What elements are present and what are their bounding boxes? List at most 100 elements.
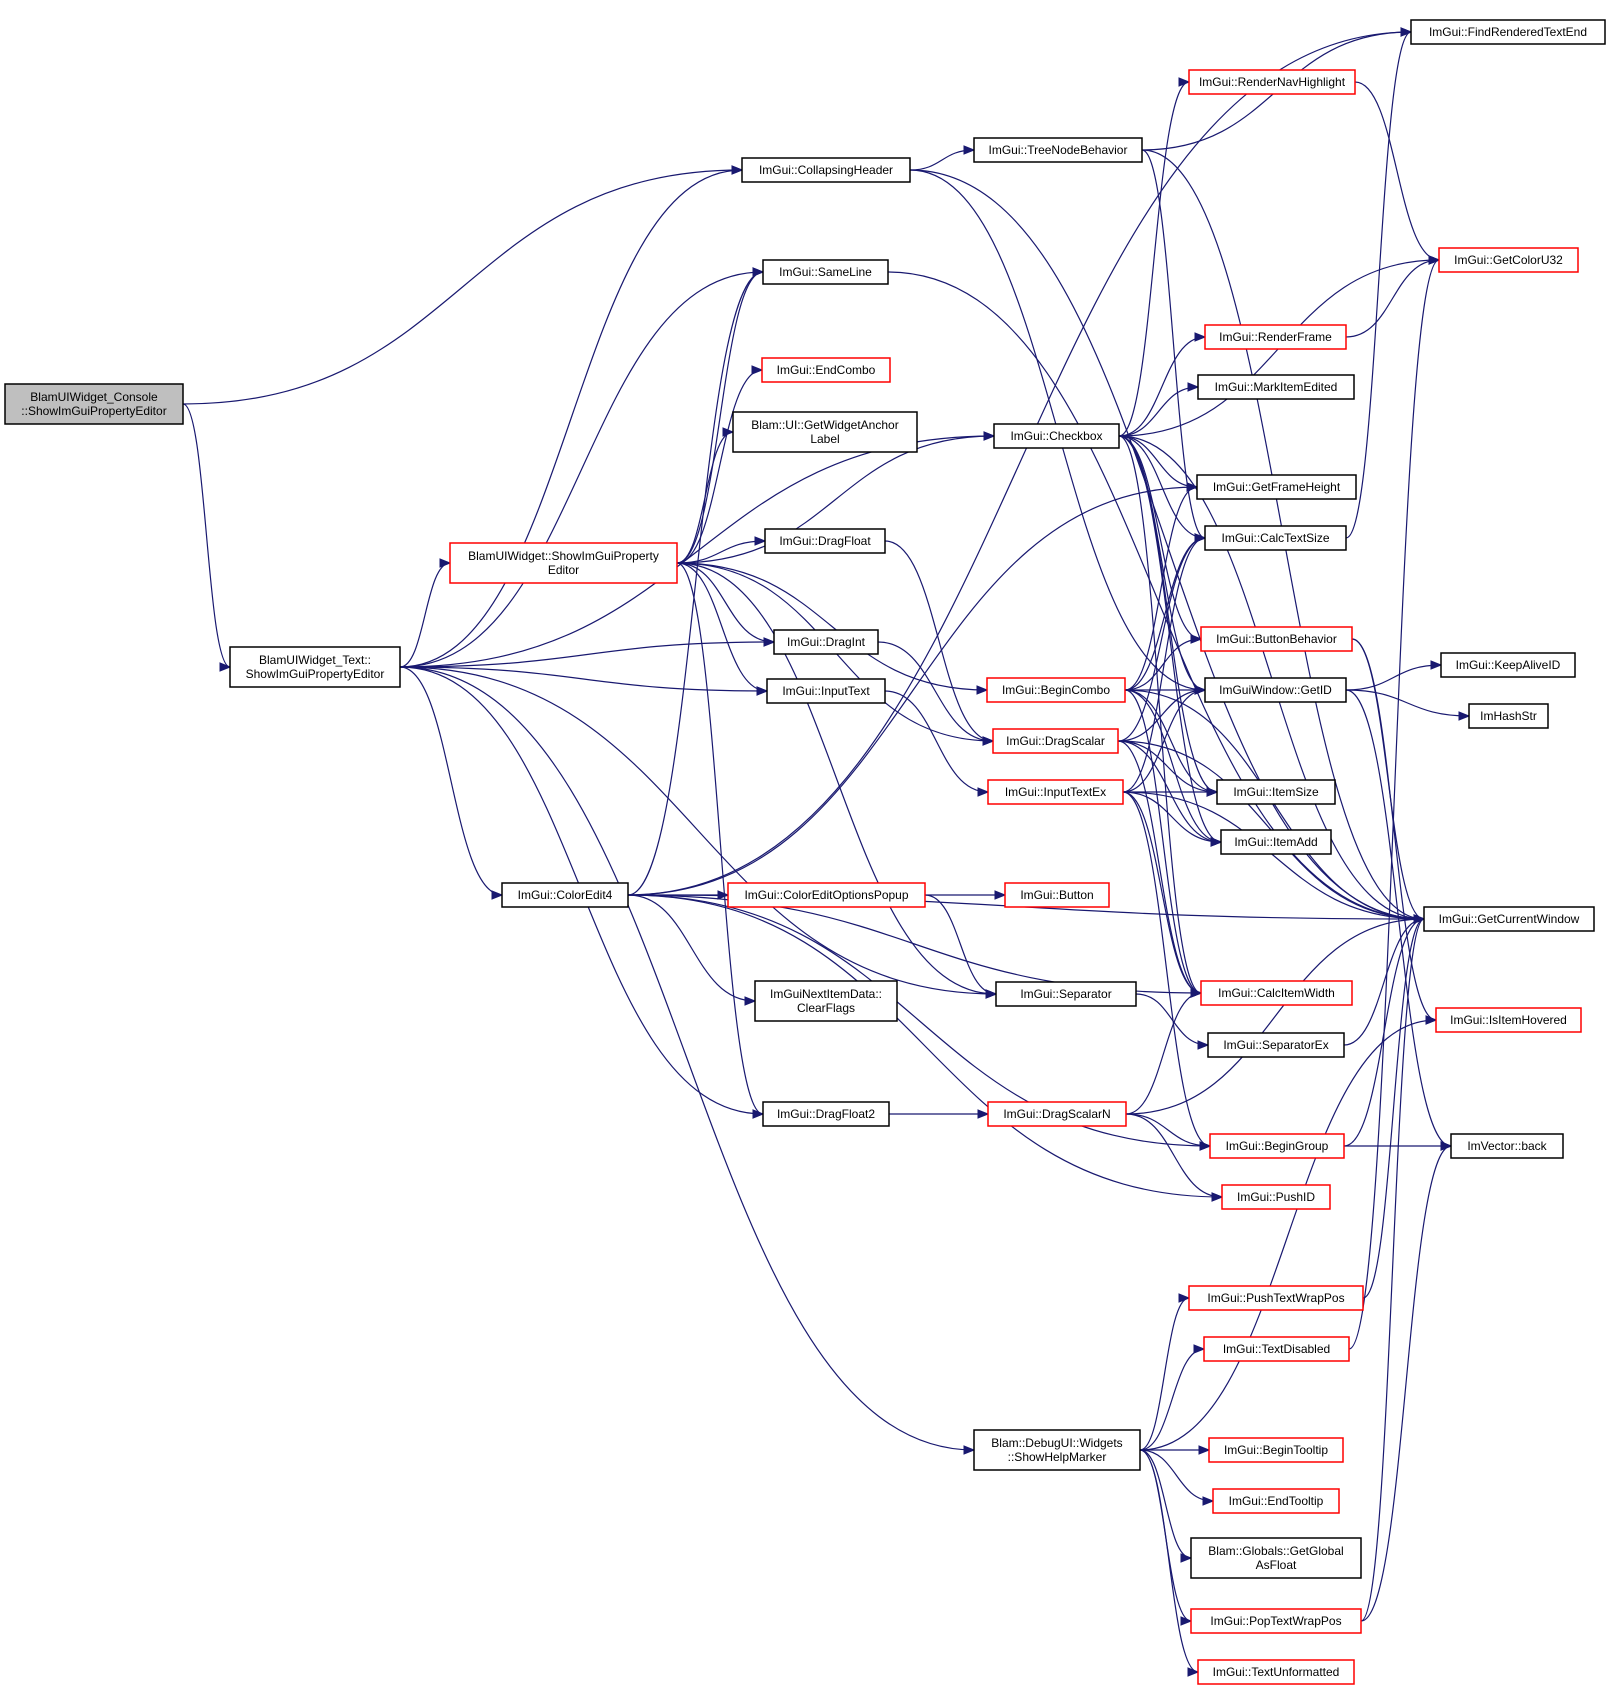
arrowhead-icon: [1210, 837, 1223, 847]
edge-helpmarker-to-globalfloat: [1139, 1449, 1193, 1563]
node-pushid[interactable]: ImGui::PushID: [1221, 1184, 1331, 1210]
node-begincombo[interactable]: ImGui::BeginCombo: [986, 677, 1126, 703]
edge-helpmarker-to-textunformatted: [1139, 1449, 1200, 1677]
node-label: ImGui::EndCombo: [777, 363, 876, 377]
node-textunformatted[interactable]: ImGui::TextUnformatted: [1197, 1659, 1355, 1685]
arrowhead-icon: [1178, 77, 1191, 87]
edge-helpmarker-to-textdisabled: [1139, 1344, 1206, 1451]
node-helpmarker[interactable]: Blam::DebugUI::Widgets::ShowHelpMarker: [973, 1429, 1141, 1471]
node-label: ImGui::ButtonBehavior: [1216, 632, 1337, 646]
edge-inputtextex-to-begingroup: [1122, 791, 1212, 1151]
edge-helpmarker-to-begintooltip: [1139, 1445, 1211, 1455]
node-begintooltip[interactable]: ImGui::BeginTooltip: [1208, 1437, 1344, 1463]
arrowhead-icon: [983, 431, 996, 441]
arrowhead-icon: [982, 736, 995, 746]
node-label: ImGui::FindRenderedTextEnd: [1429, 25, 1587, 39]
node-markedited[interactable]: ImGui::MarkItemEdited: [1197, 374, 1355, 400]
node-buttonbeh[interactable]: ImGui::ButtonBehavior: [1200, 626, 1353, 652]
node-dragfloat[interactable]: ImGui::DragFloat: [764, 528, 886, 554]
node-label: ImGui::GetFrameHeight: [1213, 480, 1341, 494]
node-coloredit4[interactable]: ImGui::ColorEdit4: [501, 882, 629, 908]
node-renderframe[interactable]: ImGui::RenderFrame: [1204, 324, 1347, 350]
node-endcombo[interactable]: ImGui::EndCombo: [761, 357, 891, 383]
node-treenode[interactable]: ImGui::TreeNodeBehavior: [973, 137, 1143, 163]
node-collapsing[interactable]: ImGui::CollapsingHeader: [741, 157, 911, 183]
node-dragscalar[interactable]: ImGui::DragScalar: [992, 728, 1119, 754]
edge-dragscalarn-to-calcitemwidth: [1125, 988, 1203, 1115]
node-box: [1435, 1007, 1582, 1033]
node-inputtextex[interactable]: ImGui::InputTextEx: [987, 779, 1124, 805]
node-box: [741, 157, 911, 183]
edge-checkbox-to-renderframe: [1118, 332, 1207, 437]
edge-widget_show-to-dragfloat: [676, 536, 767, 564]
node-label: ImGui::GetColorU32: [1454, 253, 1563, 267]
node-dragfloat2[interactable]: ImGui::DragFloat2: [762, 1101, 890, 1127]
node-calctextsize[interactable]: ImGui::CalcTextSize: [1204, 525, 1347, 551]
node-box: [987, 779, 1124, 805]
node-keepalive[interactable]: ImGui::KeepAliveID: [1440, 652, 1576, 678]
node-box: [1221, 1184, 1331, 1210]
node-box: [1190, 1537, 1362, 1579]
edge-begincombo-to-buttonbeh: [1124, 634, 1203, 691]
node-label: ImGui::Separator: [1020, 987, 1111, 1001]
node-calcitemwidth[interactable]: ImGui::CalcItemWidth: [1200, 980, 1353, 1006]
node-itemadd[interactable]: ImGui::ItemAdd: [1220, 829, 1332, 855]
node-endtooltip[interactable]: ImGui::EndTooltip: [1212, 1488, 1340, 1514]
node-dragscalarn[interactable]: ImGui::DragScalarN: [987, 1101, 1127, 1127]
node-textdisabled[interactable]: ImGui::TextDisabled: [1203, 1336, 1350, 1362]
node-separator[interactable]: ImGui::Separator: [995, 981, 1137, 1007]
node-getcurrentwindow[interactable]: ImGui::GetCurrentWindow: [1423, 906, 1595, 932]
node-box: [1216, 779, 1336, 805]
node-isitemhovered[interactable]: ImGui::IsItemHovered: [1435, 1007, 1582, 1033]
arrowhead-icon: [744, 996, 757, 1006]
node-box: [1188, 69, 1356, 95]
node-checkbox[interactable]: ImGui::Checkbox: [993, 423, 1120, 449]
node-sameline[interactable]: ImGui::SameLine: [762, 259, 889, 285]
node-box: [754, 980, 898, 1022]
node-box: [732, 411, 918, 453]
edge-widget_show-to-endcombo: [676, 365, 764, 564]
node-label: ImGui::CollapsingHeader: [759, 163, 893, 177]
node-label: ImGuiWindow::GetID: [1219, 683, 1332, 697]
node-popwrap[interactable]: ImGui::PopTextWrapPos: [1190, 1608, 1362, 1634]
node-begingroup[interactable]: ImGui::BeginGroup: [1209, 1133, 1345, 1159]
arrowhead-icon: [1194, 332, 1207, 342]
node-pushwrap[interactable]: ImGui::PushTextWrapPos: [1188, 1285, 1364, 1311]
node-label: ImGui::BeginCombo: [1002, 683, 1110, 697]
node-nextitem[interactable]: ImGuiNextItemData::ClearFlags: [754, 980, 898, 1022]
edge-getid-to-imhashstr: [1345, 689, 1471, 721]
node-text_show[interactable]: BlamUIWidget_Text::ShowImGuiPropertyEdit…: [229, 646, 401, 688]
node-label: ImGui::PushTextWrapPos: [1207, 1291, 1344, 1305]
node-itemsize[interactable]: ImGui::ItemSize: [1216, 779, 1336, 805]
node-box: [449, 542, 678, 584]
node-rendernav[interactable]: ImGui::RenderNavHighlight: [1188, 69, 1356, 95]
edge-dragscalarn-to-getcurrentwindow: [1125, 914, 1426, 1115]
node-root[interactable]: BlamUIWidget_Console::ShowImGuiPropertyE…: [4, 383, 184, 425]
node-inputtext[interactable]: ImGui::InputText: [766, 678, 886, 704]
node-widget_show[interactable]: BlamUIWidget::ShowImGuiPropertyEditor: [449, 542, 678, 584]
node-imvectorback[interactable]: ImVector::back: [1450, 1133, 1564, 1159]
edge-inputtextex-to-getid: [1122, 685, 1207, 793]
edge-checkbox-to-buttonbeh: [1118, 435, 1203, 644]
node-label: ImGui::CalcItemWidth: [1218, 986, 1335, 1000]
arrowhead-icon: [754, 536, 767, 546]
node-findrendered[interactable]: ImGui::FindRenderedTextEnd: [1410, 19, 1606, 45]
node-frameheight[interactable]: ImGui::GetFrameHeight: [1196, 474, 1357, 500]
node-box: [1204, 525, 1347, 551]
node-imhashstr[interactable]: ImHashStr: [1468, 703, 1549, 729]
node-dragint[interactable]: ImGui::DragInt: [773, 629, 879, 655]
node-label: ImGui::DragFloat: [779, 534, 871, 548]
node-separatorex[interactable]: ImGui::SeparatorEx: [1207, 1032, 1345, 1058]
edge-popwrap-to-imvectorback: [1360, 1141, 1453, 1622]
node-button[interactable]: ImGui::Button: [1004, 882, 1110, 908]
node-coloreditopt[interactable]: ImGui::ColorEditOptionsPopup: [727, 882, 926, 908]
edge-text_show-to-coloredit4: [399, 666, 504, 900]
edge-calctextsize-to-findrendered: [1345, 27, 1413, 539]
node-label: BlamUIWidget_Text::: [259, 653, 371, 667]
node-getid[interactable]: ImGuiWindow::GetID: [1204, 677, 1347, 703]
node-box: [1410, 19, 1606, 45]
node-getcoloru32[interactable]: ImGui::GetColorU32: [1438, 247, 1579, 273]
arrowhead-icon: [731, 165, 744, 175]
